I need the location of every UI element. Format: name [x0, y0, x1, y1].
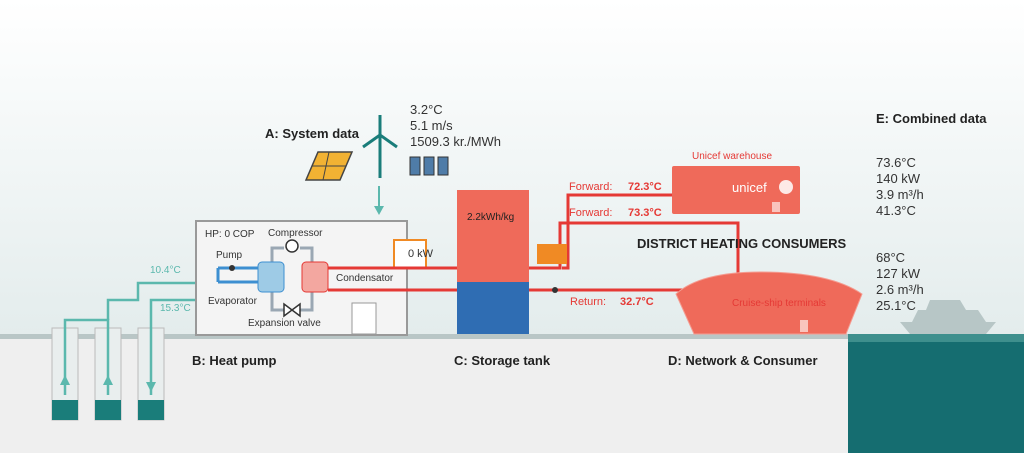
expansion-valve-icon: [283, 302, 301, 318]
ground-line: [0, 334, 848, 339]
tank-outlet-box: [537, 244, 567, 264]
solar-panel-icon: [304, 151, 354, 181]
ground-loop-pipes: [63, 281, 210, 395]
terminals-flow: 2.6 m³/h: [876, 282, 924, 297]
energy-cells-icon: [409, 156, 449, 176]
refrigerant-loop: [216, 246, 314, 312]
house-door: [351, 302, 377, 335]
warehouse-flow: 3.9 m³/h: [876, 187, 924, 202]
storage-tank-hot: [457, 190, 529, 282]
compressor-label: Compressor: [268, 228, 323, 239]
compressor-icon: [285, 239, 299, 253]
section-d-label: D: Network & Consumer: [668, 353, 818, 368]
unicef-logo-text: unicef: [732, 180, 767, 195]
power-value: 0 kW: [408, 248, 434, 260]
wind-turbine-icon: [362, 115, 398, 178]
system-temperature: 3.2°C: [410, 102, 443, 117]
return-value: 32.7°C: [620, 296, 654, 308]
cruise-ship-terminal: [675, 271, 863, 335]
warehouse-temp: 73.6°C: [876, 155, 916, 170]
warehouse-return-temp: 41.3°C: [876, 203, 916, 218]
condensator-unit: [301, 261, 329, 293]
evaporator-unit: [257, 261, 285, 293]
sea: [848, 340, 1024, 453]
forward1-value: 72.3°C: [628, 181, 662, 193]
terminals-return-temp: 25.1°C: [876, 298, 916, 313]
ship-icon: [900, 300, 996, 334]
storage-capacity-label: 2.2kWh/kg: [467, 212, 515, 223]
evaporator-label: Evaporator: [208, 296, 257, 307]
section-b-label: B: Heat pump: [192, 353, 277, 368]
terminals-power: 127 kW: [876, 266, 921, 281]
forward2-label: Forward:: [569, 207, 613, 219]
expansion-valve-label: Expansion valve: [248, 318, 321, 329]
outlet-temperature: 15.3°C: [160, 303, 191, 314]
section-a-label: A: System data: [265, 126, 359, 141]
power-meter-box: [393, 239, 427, 269]
warehouse-power: 140 kW: [876, 171, 921, 186]
pump-icon: [229, 265, 235, 271]
section-c-label: C: Storage tank: [454, 353, 551, 368]
warehouse-label: Unicef warehouse: [692, 151, 773, 162]
pump-label: Pump: [216, 250, 243, 261]
system-price: 1509.3 kr./MWh: [410, 134, 502, 149]
unicef-logo-icon: [779, 180, 793, 194]
forward2-value: 73.3°C: [628, 207, 662, 219]
storage-tank-cold: [457, 282, 529, 334]
unicef-warehouse: [672, 166, 800, 214]
system-wind-speed: 5.1 m/s: [410, 118, 453, 133]
section-e-label: E: Combined data: [876, 111, 987, 126]
forward1-label: Forward:: [569, 181, 613, 193]
terminals-label: Cruise-ship terminals: [732, 298, 826, 309]
consumers-title: DISTRICT HEATING CONSUMERS: [637, 236, 847, 251]
inlet-temperature: 10.4°C: [150, 265, 181, 276]
borehole-wells: [51, 327, 165, 421]
condensator-label: Condensator: [336, 273, 394, 284]
terminals-temp: 68°C: [876, 250, 906, 265]
hp-cop-label: HP: 0 COP: [205, 229, 255, 240]
return-label: Return:: [570, 296, 607, 308]
